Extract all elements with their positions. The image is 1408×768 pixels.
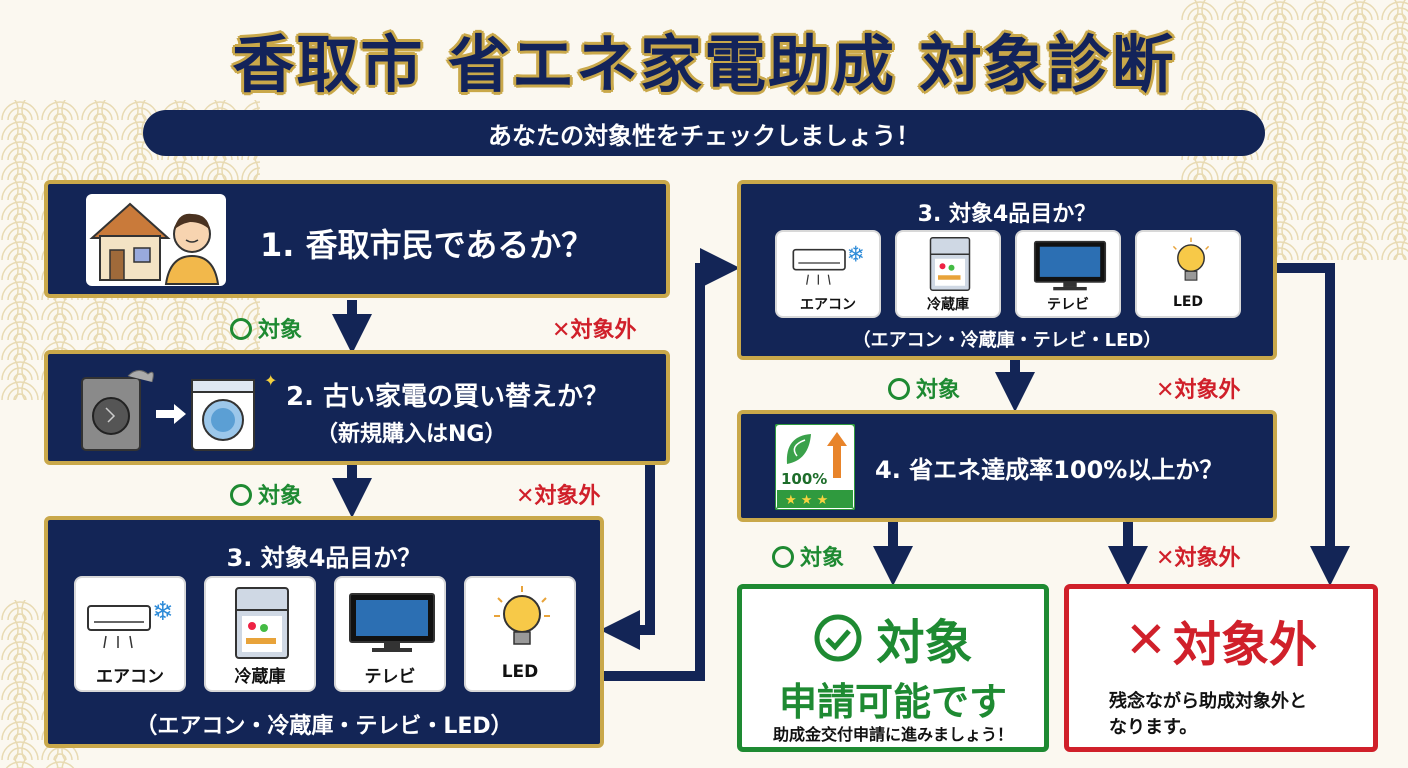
item-label-fridge-right: 冷蔵庫 (927, 297, 969, 313)
label-ok-2: 対象 (230, 478, 302, 510)
television-icon (349, 593, 435, 652)
label-ng-3: ✕対象外 (1156, 372, 1240, 404)
item-card-aircon-right: ❄ エアコン (775, 230, 881, 318)
svg-text:✦: ✦ (264, 371, 277, 390)
item-card-fridge: 冷蔵庫 (204, 576, 316, 692)
label-ok-4-text: 対象 (800, 546, 845, 571)
label-ok-3: 対象 (888, 372, 960, 404)
badge-percent: 100% (781, 470, 827, 488)
result-eligible-line: 申請可能です (778, 680, 1007, 724)
energy-efficiency-badge-icon: 100% ★ ★ ★ (775, 424, 855, 510)
item-card-tv-right: テレビ (1015, 230, 1121, 318)
ng-mark-1: ✕ (552, 318, 571, 343)
light-bulb-icon (1172, 237, 1210, 281)
question-3-right-title: 3. 対象4品目か？ (917, 202, 1097, 227)
question-2-line2: （新規購入はNG） (316, 422, 507, 447)
item-card-led: LED (464, 576, 576, 692)
svg-text:❄: ❄ (847, 242, 865, 267)
result-eligible-box: 対象 申請可能です 助成金交付申請に進みましょう！ (737, 584, 1049, 752)
result-ineligible-line2: なります。 (1109, 717, 1198, 738)
label-ng-2: ✕対象外 (516, 478, 600, 510)
arrow-q3-to-q3r (604, 248, 740, 681)
item-label-tv: テレビ (364, 667, 416, 687)
air-conditioner-icon: ❄ (792, 242, 865, 285)
item-label-led-right: LED (1172, 294, 1204, 310)
ng-mark-4: ✕ (1156, 546, 1175, 571)
house-person-icon (86, 194, 226, 286)
result-eligible-note: 助成金交付申請に進みましょう！ (772, 725, 1013, 744)
result-ineligible-head: ✕対象外 (1069, 605, 1373, 675)
question-1-text: 1. 香取市民であるか？ (260, 226, 594, 264)
refrigerator-icon (929, 237, 971, 291)
ng-mark-3: ✕ (1156, 378, 1175, 403)
label-ng-1: ✕対象外 (552, 312, 636, 344)
question-3-right-box: 3. 対象4品目か？ ❄ エアコン 冷蔵庫 テレビ (737, 180, 1277, 360)
air-conditioner-icon: ❄ (87, 597, 174, 649)
light-bulb-icon (494, 586, 550, 645)
question-3-left-note: （エアコン・冷蔵庫・テレビ・LED） (135, 714, 513, 739)
refrigerator-icon (235, 587, 289, 659)
label-ok-4: 対象 (772, 540, 844, 572)
item-label-led: LED (501, 662, 539, 682)
item-label-aircon: エアコン (96, 667, 164, 687)
result-ineligible-head-text: 対象外 (1172, 617, 1317, 673)
question-4-box: 100% ★ ★ ★ 4. 省エネ達成率100%以上か？ (737, 410, 1277, 522)
page-title: 香取市 省エネ家電助成 対象診断 (232, 28, 1176, 101)
question-2-box: ✦ 2. 古い家電の買い替えか？ （新規購入はNG） (44, 350, 670, 465)
question-3-left-box: 3. 対象4品目か？ ❄ エアコン 冷蔵庫 テレビ (44, 516, 604, 748)
television-icon (1033, 240, 1107, 291)
item-card-led-right: LED (1135, 230, 1241, 318)
label-ng-4: ✕対象外 (1156, 540, 1240, 572)
item-card-tv: テレビ (334, 576, 446, 692)
item-label-tv-right: テレビ (1047, 297, 1089, 313)
result-ineligible-line1: 残念ながら助成対象外と (1109, 691, 1307, 712)
item-label-aircon-right: エアコン (800, 297, 856, 313)
x-mark-icon: ✕ (1125, 611, 1167, 669)
label-ok-2-text: 対象 (258, 484, 303, 509)
label-ng-3-text: 対象外 (1174, 378, 1241, 403)
question-1-box: 1. 香取市民であるか？ (44, 180, 670, 298)
label-ng-4-text: 対象外 (1174, 546, 1241, 571)
result-eligible-head: 対象 (742, 603, 1044, 673)
svg-text:❄: ❄ (152, 597, 174, 627)
label-ok-3-text: 対象 (916, 378, 961, 403)
item-label-fridge: 冷蔵庫 (234, 667, 286, 687)
result-ineligible-box: ✕対象外 残念ながら助成対象外と なります。 (1064, 584, 1378, 752)
item-card-fridge-right: 冷蔵庫 (895, 230, 1001, 318)
ng-mark-2: ✕ (516, 484, 535, 509)
question-2-line1: 2. 古い家電の買い替えか？ (286, 382, 610, 412)
item-card-aircon: ❄ エアコン (74, 576, 186, 692)
badge-stars: ★ ★ ★ (785, 493, 828, 508)
question-4-text: 4. 省エネ達成率100%以上か？ (875, 456, 1224, 484)
check-circle-icon (814, 614, 862, 662)
arrow-q3r-ng (1276, 263, 1350, 586)
question-3-left-title: 3. 対象4品目か？ (226, 544, 422, 572)
label-ok-1: 対象 (230, 312, 302, 344)
question-3-right-note: （エアコン・冷蔵庫・テレビ・LED） (852, 330, 1162, 351)
washing-machine-replace-icon: ✦ (81, 370, 277, 451)
result-eligible-head-text: 対象 (876, 615, 973, 671)
label-ng-2-text: 対象外 (534, 484, 601, 509)
arrow-q2-side (600, 465, 655, 650)
label-ok-1-text: 対象 (258, 318, 303, 343)
label-ng-1-text: 対象外 (570, 318, 637, 343)
subtitle-text: あなたの対象性をチェックしましょう！ (488, 121, 920, 150)
subtitle-banner: あなたの対象性をチェックしましょう！ (143, 110, 1265, 156)
